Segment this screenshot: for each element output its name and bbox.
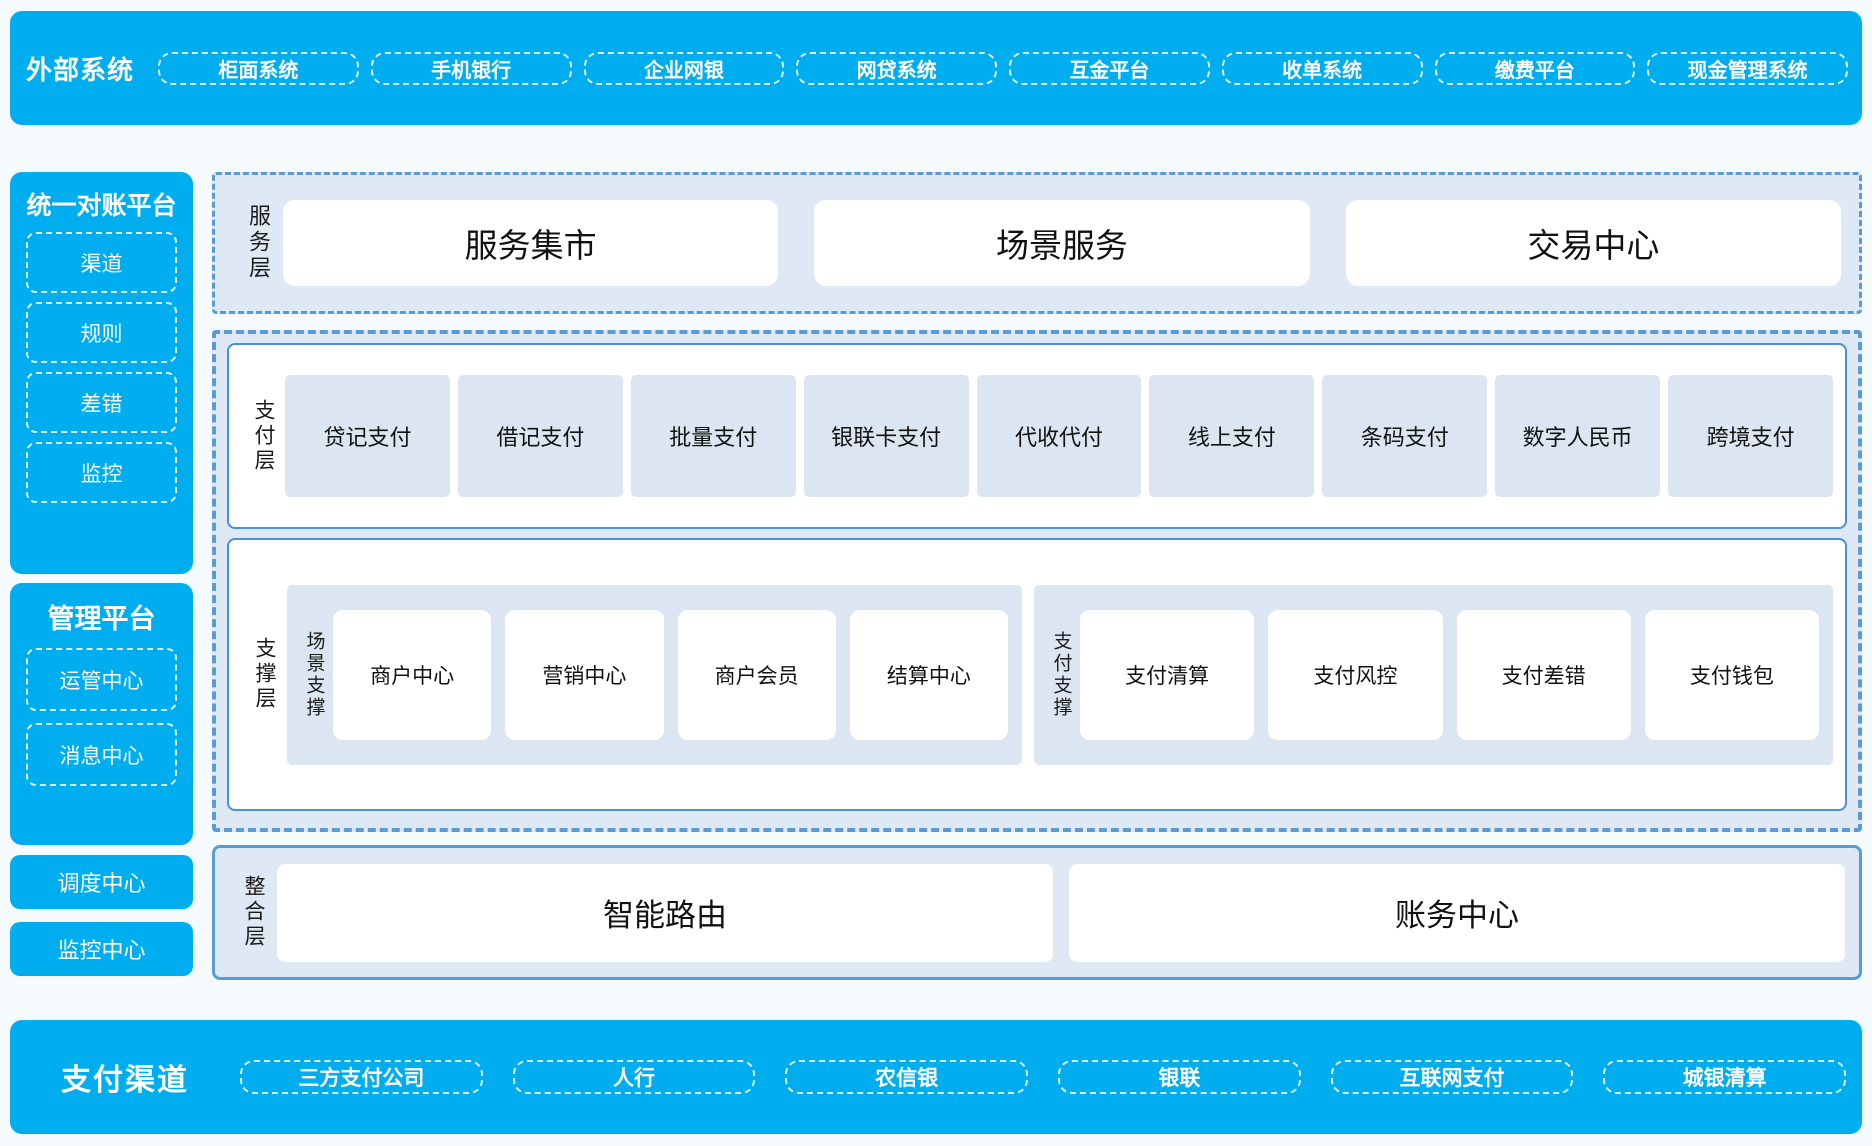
payment-support-item-clearing[interactable]: 支付清算 [1080,609,1255,740]
scene-support-item-settlement-center[interactable]: 结算中心 [849,609,1008,740]
integration-layer-item-smart-routing[interactable]: 智能路由 [277,863,1053,962]
admin-platform-title: 管理平台 [47,604,156,634]
external-systems-title: 外部系统 [25,54,134,85]
payment-layer-item[interactable]: 数字人民币 [1495,375,1661,497]
payment-support-item-wallet[interactable]: 支付钱包 [1644,609,1819,740]
recon-platform-item-rule[interactable]: 规则 [26,302,177,363]
scene-support-item-marketing-center[interactable]: 营销中心 [505,609,664,740]
payment-layer-item[interactable]: 跨境支付 [1668,375,1834,497]
monitor-center-card[interactable]: 监控中心 [10,922,193,976]
payment-channels-list: 三方支付公司 人行 农信银 银联 互联网支付 城银清算 [240,1034,1847,1120]
payment-channel-item[interactable]: 人行 [512,1060,756,1094]
service-layer-list: 服务集市 场景服务 交易中心 [283,200,1841,286]
payment-channels-title: 支付渠道 [61,1064,189,1097]
scene-support-label: 场景支撑 [303,630,325,719]
payment-layer-item[interactable]: 贷记支付 [285,375,450,497]
support-layer-label: 支撑层 [253,637,276,712]
recon-platform-card: 统一对账平台 渠道 规则 差错 监控 [10,172,193,574]
external-system-item[interactable]: 手机银行 [370,51,572,85]
payment-support-list: 支付清算 支付风控 支付差错 支付钱包 [1080,609,1819,740]
payment-layer-list: 贷记支付 借记支付 批量支付 银联卡支付 代收代付 线上支付 条码支付 数字人民… [285,375,1834,497]
scene-support-item-merchant-center[interactable]: 商户中心 [333,609,492,740]
payment-layer-item[interactable]: 代收代付 [976,375,1142,497]
integration-layer-section: 整合层 智能路由 账务中心 [212,845,1862,980]
service-layer-item-marketplace[interactable]: 服务集市 [283,200,779,286]
payment-support-item-risk[interactable]: 支付风控 [1268,609,1443,740]
admin-platform-item-operations[interactable]: 运管中心 [26,648,177,711]
external-system-item[interactable]: 网贷系统 [796,51,997,85]
payment-layer-item[interactable]: 借记支付 [457,375,623,497]
payment-channels-band: 支付渠道 三方支付公司 人行 农信银 银联 互联网支付 城银清算 [10,1020,1862,1134]
service-layer-item-scene[interactable]: 场景服务 [814,200,1310,286]
recon-platform-item-monitor[interactable]: 监控 [26,442,177,503]
support-layer-section: 支撑层 场景支撑 商户中心 营销中心 商户会员 结算中心 支付支撑 支付清算 [227,538,1847,811]
external-system-item[interactable]: 缴费平台 [1434,51,1636,85]
service-layer-section: 服务层 服务集市 场景服务 交易中心 [212,172,1862,314]
payment-layer-item[interactable]: 条码支付 [1322,375,1488,497]
external-systems-list: 柜面系统 手机银行 企业网银 网贷系统 互金平台 收单系统 缴费平台 现金管理系… [150,24,1848,112]
external-system-item[interactable]: 现金管理系统 [1647,51,1848,85]
recon-platform-item-channel[interactable]: 渠道 [26,232,177,293]
scene-support-list: 商户中心 营销中心 商户会员 结算中心 [333,609,1008,740]
payment-channel-item[interactable]: 三方支付公司 [240,1060,483,1094]
payment-support-item-error[interactable]: 支付差错 [1456,609,1631,740]
integration-layer-item-accounting-center[interactable]: 账务中心 [1069,863,1845,962]
payment-channel-item[interactable]: 城银清算 [1603,1060,1847,1094]
payment-support-label: 支付支撑 [1050,630,1072,719]
scene-support-group: 场景支撑 商户中心 营销中心 商户会员 结算中心 [287,584,1022,765]
payment-channel-item[interactable]: 农信银 [785,1060,1029,1094]
external-system-item[interactable]: 柜面系统 [158,51,359,85]
integration-layer-label: 整合层 [242,875,265,950]
recon-platform-title: 统一对账平台 [26,192,177,220]
dispatch-center-card[interactable]: 调度中心 [10,855,193,909]
payment-channel-item[interactable]: 互联网支付 [1330,1060,1574,1094]
payment-layer-section: 支付层 贷记支付 借记支付 批量支付 银联卡支付 代收代付 线上支付 条码支付 … [227,343,1847,529]
core-layers-wrapper: 支付层 贷记支付 借记支付 批量支付 银联卡支付 代收代付 线上支付 条码支付 … [212,330,1862,832]
payment-layer-item[interactable]: 批量支付 [630,375,796,497]
payment-layer-label: 支付层 [252,398,275,474]
external-systems-band: 外部系统 柜面系统 手机银行 企业网银 网贷系统 互金平台 收单系统 缴费平台 … [10,11,1862,125]
external-system-item[interactable]: 企业网银 [583,51,785,85]
scene-support-item-merchant-member[interactable]: 商户会员 [677,609,836,740]
service-layer-item-transaction[interactable]: 交易中心 [1345,200,1841,286]
external-system-item[interactable]: 互金平台 [1009,51,1210,85]
payment-layer-item[interactable]: 银联卡支付 [803,375,969,497]
admin-platform-card: 管理平台 运管中心 消息中心 [10,583,193,845]
payment-layer-item[interactable]: 线上支付 [1149,375,1315,497]
admin-platform-item-message[interactable]: 消息中心 [26,723,177,786]
payment-channel-item[interactable]: 银联 [1058,1060,1301,1094]
payment-support-group: 支付支撑 支付清算 支付风控 支付差错 支付钱包 [1034,584,1833,765]
support-layer-groups: 场景支撑 商户中心 营销中心 商户会员 结算中心 支付支撑 支付清算 支付风控 … [287,584,1833,765]
service-layer-label: 服务层 [246,204,271,282]
integration-layer-list: 智能路由 账务中心 [277,863,1845,962]
external-system-item[interactable]: 收单系统 [1221,51,1423,85]
recon-platform-item-error[interactable]: 差错 [26,372,177,433]
